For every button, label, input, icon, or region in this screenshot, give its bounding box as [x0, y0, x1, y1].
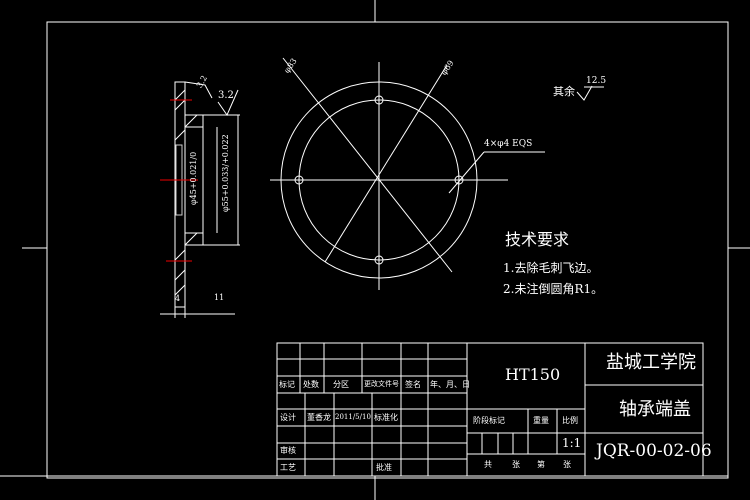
- hole-note: 4×φ4 EQS: [484, 139, 533, 149]
- sheets-index: 第: [537, 460, 545, 469]
- designer: 董香龙: [307, 413, 331, 422]
- dim-bore: φ45+0.021/0: [189, 151, 198, 205]
- design-label: 设计: [280, 413, 296, 422]
- scale-label: 比例: [562, 416, 578, 425]
- review-label: 审核: [280, 446, 296, 455]
- material: HT150: [505, 365, 561, 384]
- roughness-face: 3.2: [218, 90, 234, 101]
- process-label: 工艺: [280, 463, 296, 472]
- header-zone: 分区: [333, 380, 349, 389]
- requirements-title: 技术要求: [505, 230, 570, 249]
- header-change-doc: 更改文件号: [364, 380, 399, 388]
- standard-label: 标准化: [374, 413, 398, 422]
- drawing-frame: [46, 21, 729, 479]
- sheets-unit: 张: [563, 460, 571, 469]
- requirement-item: 2.未注倒圆角R1。: [503, 282, 604, 296]
- design-date: 2011/5/10: [335, 413, 371, 421]
- side-view: [160, 81, 240, 318]
- sheets-unit: 张: [512, 460, 520, 469]
- weight-label: 重量: [533, 416, 549, 425]
- dim-outer: φ55+0.033/+0.022: [221, 134, 230, 212]
- title-block-lines: [0, 342, 728, 478]
- header-mark: 标记: [279, 380, 295, 389]
- requirement-item: 1.去除毛刺飞边。: [503, 261, 599, 275]
- school-name: 盐城工学院: [606, 352, 696, 373]
- drawing-number: JQR-00-02-06: [596, 441, 712, 461]
- header-date: 年、月、日: [430, 380, 470, 389]
- approve-label: 批准: [376, 463, 392, 472]
- stage-label: 阶段标记: [473, 416, 505, 425]
- header-count: 处数: [303, 380, 319, 389]
- roughness-symbol: [576, 85, 593, 101]
- front-view: [270, 57, 545, 290]
- part-name: 轴承端盖: [619, 399, 691, 420]
- sheets-total: 共: [484, 460, 492, 469]
- dim-length: 11: [214, 293, 225, 302]
- header-sign: 签名: [405, 380, 421, 389]
- roughness-other-label: 其余: [553, 85, 575, 98]
- roughness-other-value: 12.5: [586, 76, 607, 86]
- scale-value: 1:1: [562, 436, 582, 450]
- dim-thickness: 4: [175, 294, 181, 303]
